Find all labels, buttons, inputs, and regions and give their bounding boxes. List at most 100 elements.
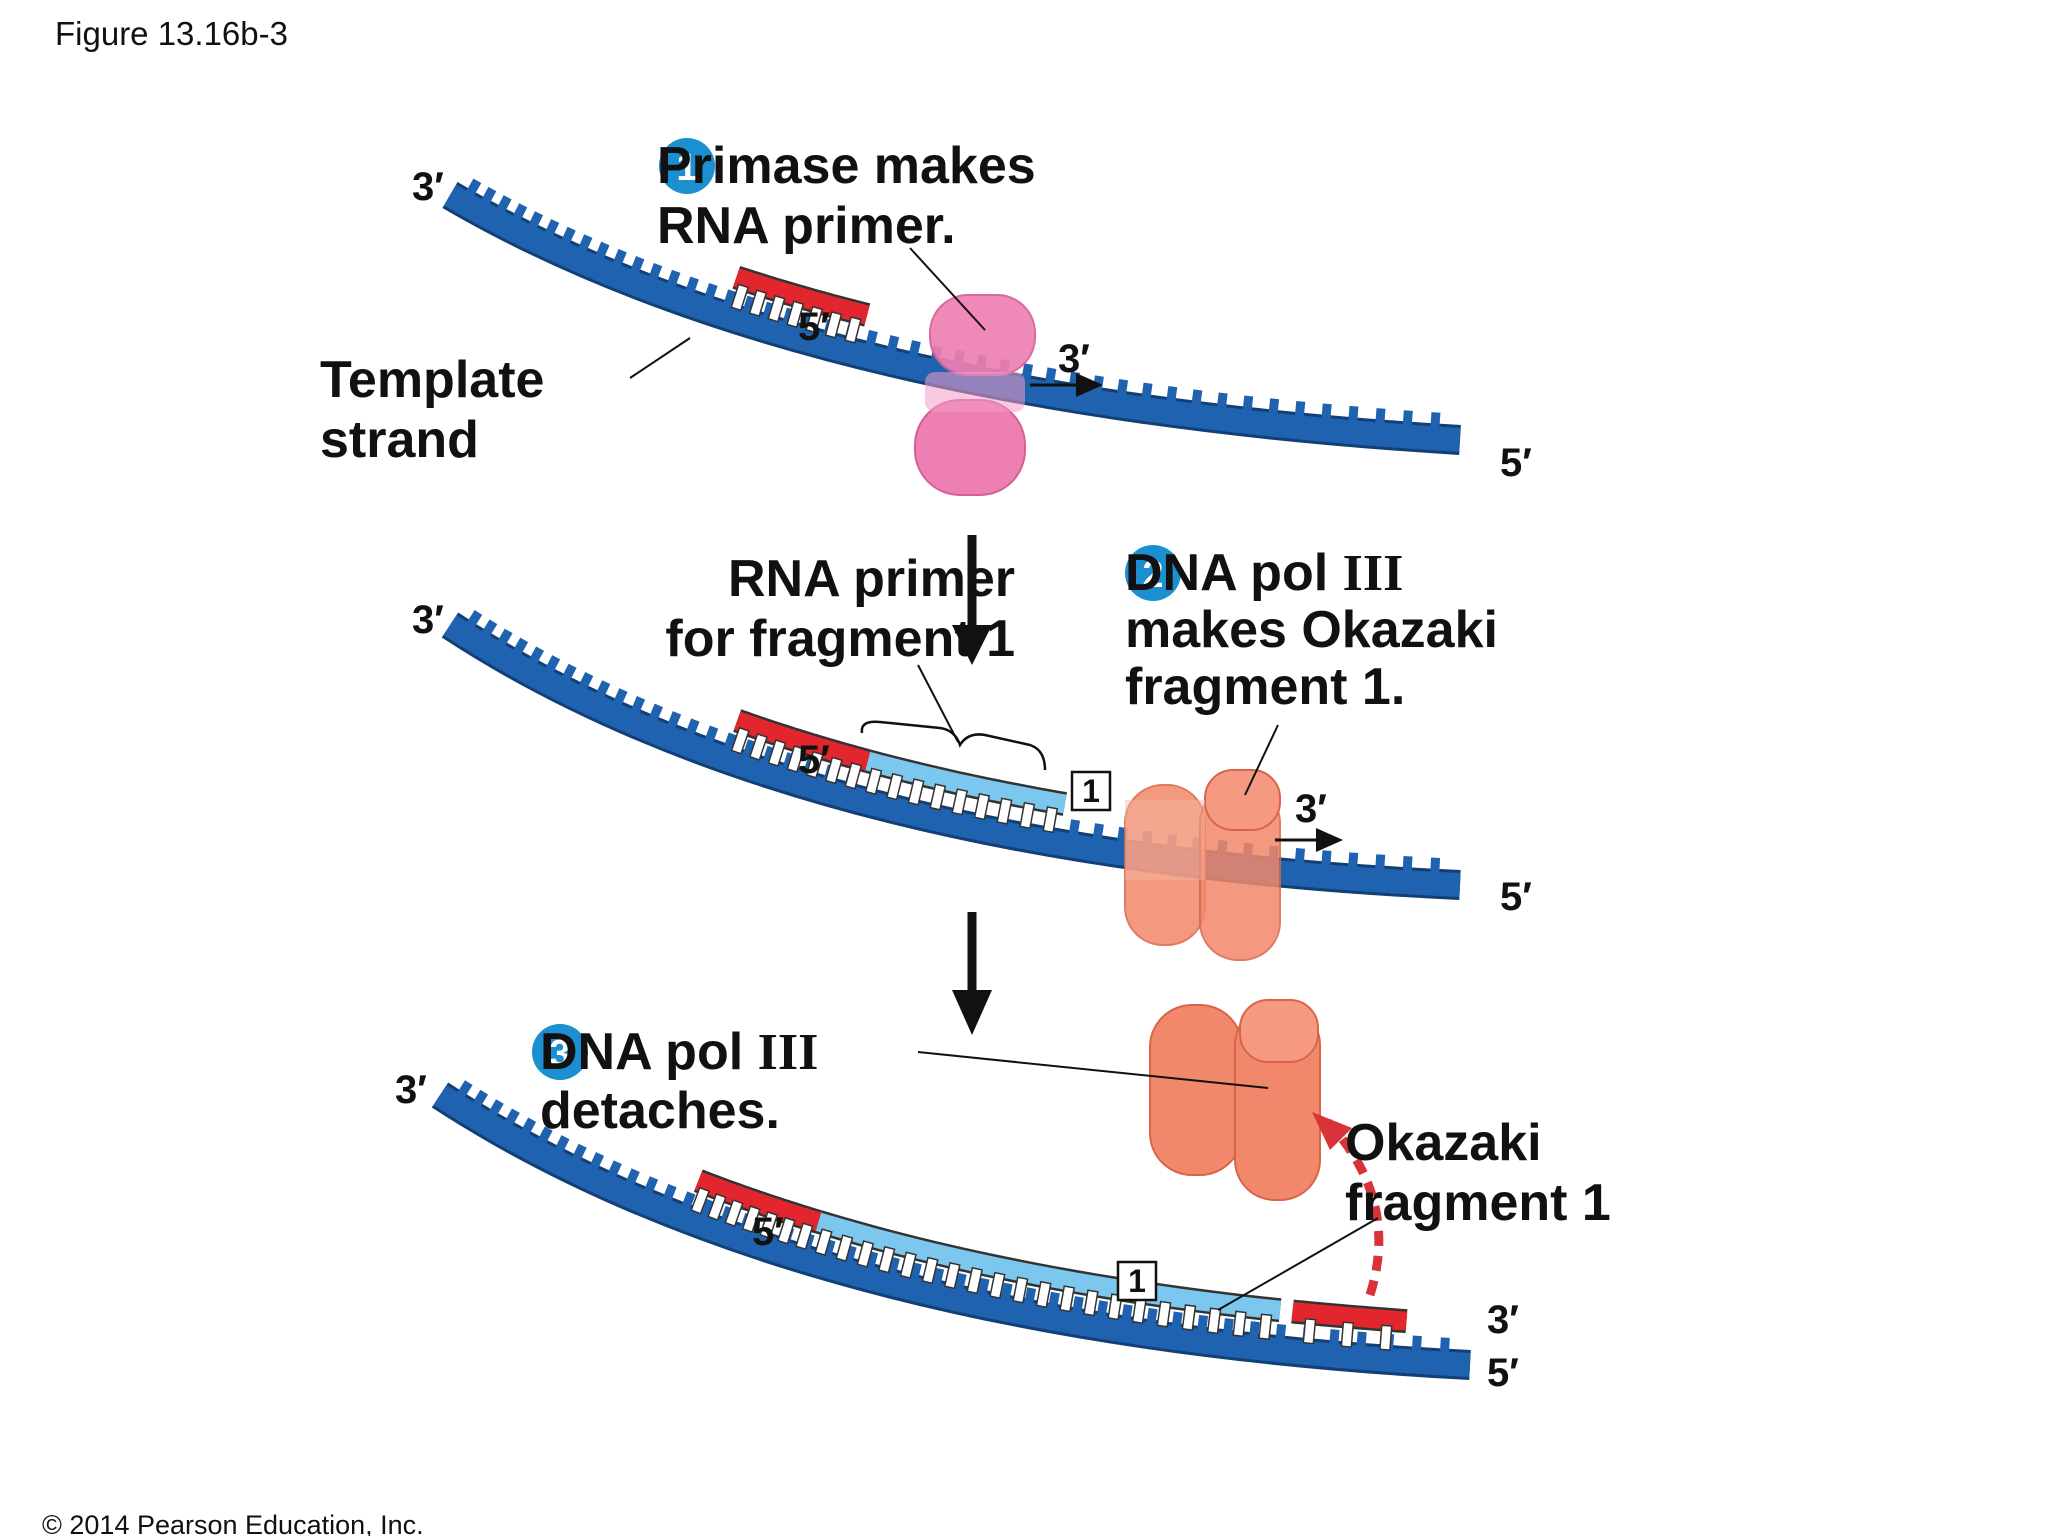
step2-end-3prime-left: 3′ xyxy=(412,598,444,642)
base-tooth xyxy=(1439,1337,1450,1354)
step1-label-line2: RNA primer. xyxy=(657,197,956,255)
base-tooth xyxy=(1121,1304,1133,1322)
base-tooth xyxy=(1197,1314,1209,1332)
step3-panel: 1 3 DNA pol III detaches. Okazaki fragme… xyxy=(395,999,1611,1395)
step1-number: 1 xyxy=(676,147,697,189)
base-tooth xyxy=(589,1152,605,1171)
step1-to-step2-arrow xyxy=(952,535,992,665)
base-tooth xyxy=(511,203,528,222)
paired-base xyxy=(864,767,883,796)
step2-growing-3prime: 3′ xyxy=(1295,787,1327,831)
base-tooth xyxy=(648,703,664,722)
base-tooth xyxy=(630,256,645,275)
step3-fragment-box xyxy=(1116,1260,1158,1302)
step2-number-badge xyxy=(1125,545,1181,601)
base-tooth xyxy=(1402,410,1413,427)
paired-base xyxy=(1206,1307,1222,1335)
step3-label-line1: DNA pol III xyxy=(540,1023,818,1081)
base-tooth xyxy=(1072,1296,1084,1314)
base-tooth xyxy=(1249,1321,1260,1339)
base-tooth xyxy=(481,619,498,638)
step2-label-leader xyxy=(1244,724,1279,796)
paired-base xyxy=(795,1222,814,1251)
okazaki-label-line2: fragment 1 xyxy=(1345,1174,1611,1232)
figure-caption: Figure 13.16b-3 xyxy=(55,15,288,52)
step2-label-roman: III xyxy=(1343,545,1404,602)
paired-base xyxy=(989,1271,1006,1300)
base-tooth xyxy=(612,248,627,268)
paired-base xyxy=(856,1240,875,1268)
base-tooth xyxy=(666,711,682,730)
base-tooth xyxy=(700,1198,715,1217)
okazaki-label-line1: Okazaki xyxy=(1345,1114,1542,1172)
step3-rna-primer xyxy=(690,1169,822,1251)
base-tooth xyxy=(908,340,921,358)
base-tooth xyxy=(865,329,878,348)
base-tooth xyxy=(607,1160,622,1179)
step1-number-badge xyxy=(659,138,715,194)
base-tooth xyxy=(1096,1300,1109,1318)
base-tooth xyxy=(528,646,545,665)
base-tooth xyxy=(1092,823,1104,841)
base-tooth xyxy=(1166,386,1178,404)
paired-base xyxy=(1035,1280,1052,1309)
paired-base xyxy=(786,745,805,773)
primer-label-line2: for fragment 1 xyxy=(665,610,1015,668)
paired-base xyxy=(805,305,824,334)
step1-end-5prime-right: 5′ xyxy=(1500,441,1532,485)
base-tooth xyxy=(742,739,757,758)
base-tooth xyxy=(496,195,512,214)
step3-number-badge xyxy=(532,1024,588,1080)
step2-rna-primer xyxy=(730,709,871,790)
step2-label-line3: fragment 1. xyxy=(1125,658,1405,716)
base-tooth xyxy=(465,178,482,197)
strand-segment xyxy=(733,268,870,325)
base-tooth xyxy=(571,1143,587,1163)
base-tooth xyxy=(537,1126,553,1145)
base-tooth xyxy=(666,269,681,288)
paired-base xyxy=(824,311,843,339)
base-tooth xyxy=(886,335,900,353)
base-tooth xyxy=(1024,1287,1037,1305)
paired-base xyxy=(1302,1317,1317,1345)
step1-end-3prime-left: 3′ xyxy=(412,165,444,209)
base-tooth xyxy=(1242,395,1254,413)
base-tooth xyxy=(487,1099,504,1118)
base-tooth xyxy=(520,1117,537,1136)
base-tooth xyxy=(594,241,610,260)
base-tooth xyxy=(1021,363,1034,381)
template-label-line2: strand xyxy=(320,411,479,469)
base-tooth xyxy=(1348,852,1359,869)
step3-okazaki-fragment xyxy=(814,1210,1282,1341)
paired-base xyxy=(1012,1276,1029,1304)
step2-primer-5prime: 5′ xyxy=(798,738,830,782)
step2-okazaki-fragment xyxy=(864,749,1067,834)
strand-segment xyxy=(865,751,1067,814)
paired-base xyxy=(877,1245,896,1274)
base-tooth xyxy=(544,655,561,674)
paired-base xyxy=(929,783,947,811)
step2-to-step3-arrow xyxy=(952,912,992,1035)
paired-base xyxy=(1181,1304,1197,1331)
paired-base xyxy=(966,1266,983,1295)
base-tooth xyxy=(1402,855,1413,873)
base-tooth xyxy=(685,718,700,737)
base-tooth xyxy=(704,725,719,744)
paired-base xyxy=(1042,806,1059,834)
paired-base xyxy=(1019,801,1036,830)
base-tooth xyxy=(612,688,628,707)
step1-label-line1: Primase makes xyxy=(657,137,1036,195)
base-tooth xyxy=(1321,403,1332,421)
dna-pol-iii-icon xyxy=(1124,769,1281,961)
base-tooth xyxy=(1321,850,1332,867)
step3-fragment-number: 1 xyxy=(1128,1263,1146,1299)
paired-base xyxy=(835,1234,854,1262)
paired-base xyxy=(786,300,805,329)
paired-base xyxy=(1156,1300,1172,1328)
primer-brace xyxy=(860,720,1047,771)
base-tooth xyxy=(1048,1291,1060,1310)
step2-label-line2: makes Okazaki xyxy=(1125,601,1498,659)
copyright-notice: © 2014 Pearson Education, Inc. xyxy=(42,1510,424,1536)
base-tooth xyxy=(1430,857,1441,874)
